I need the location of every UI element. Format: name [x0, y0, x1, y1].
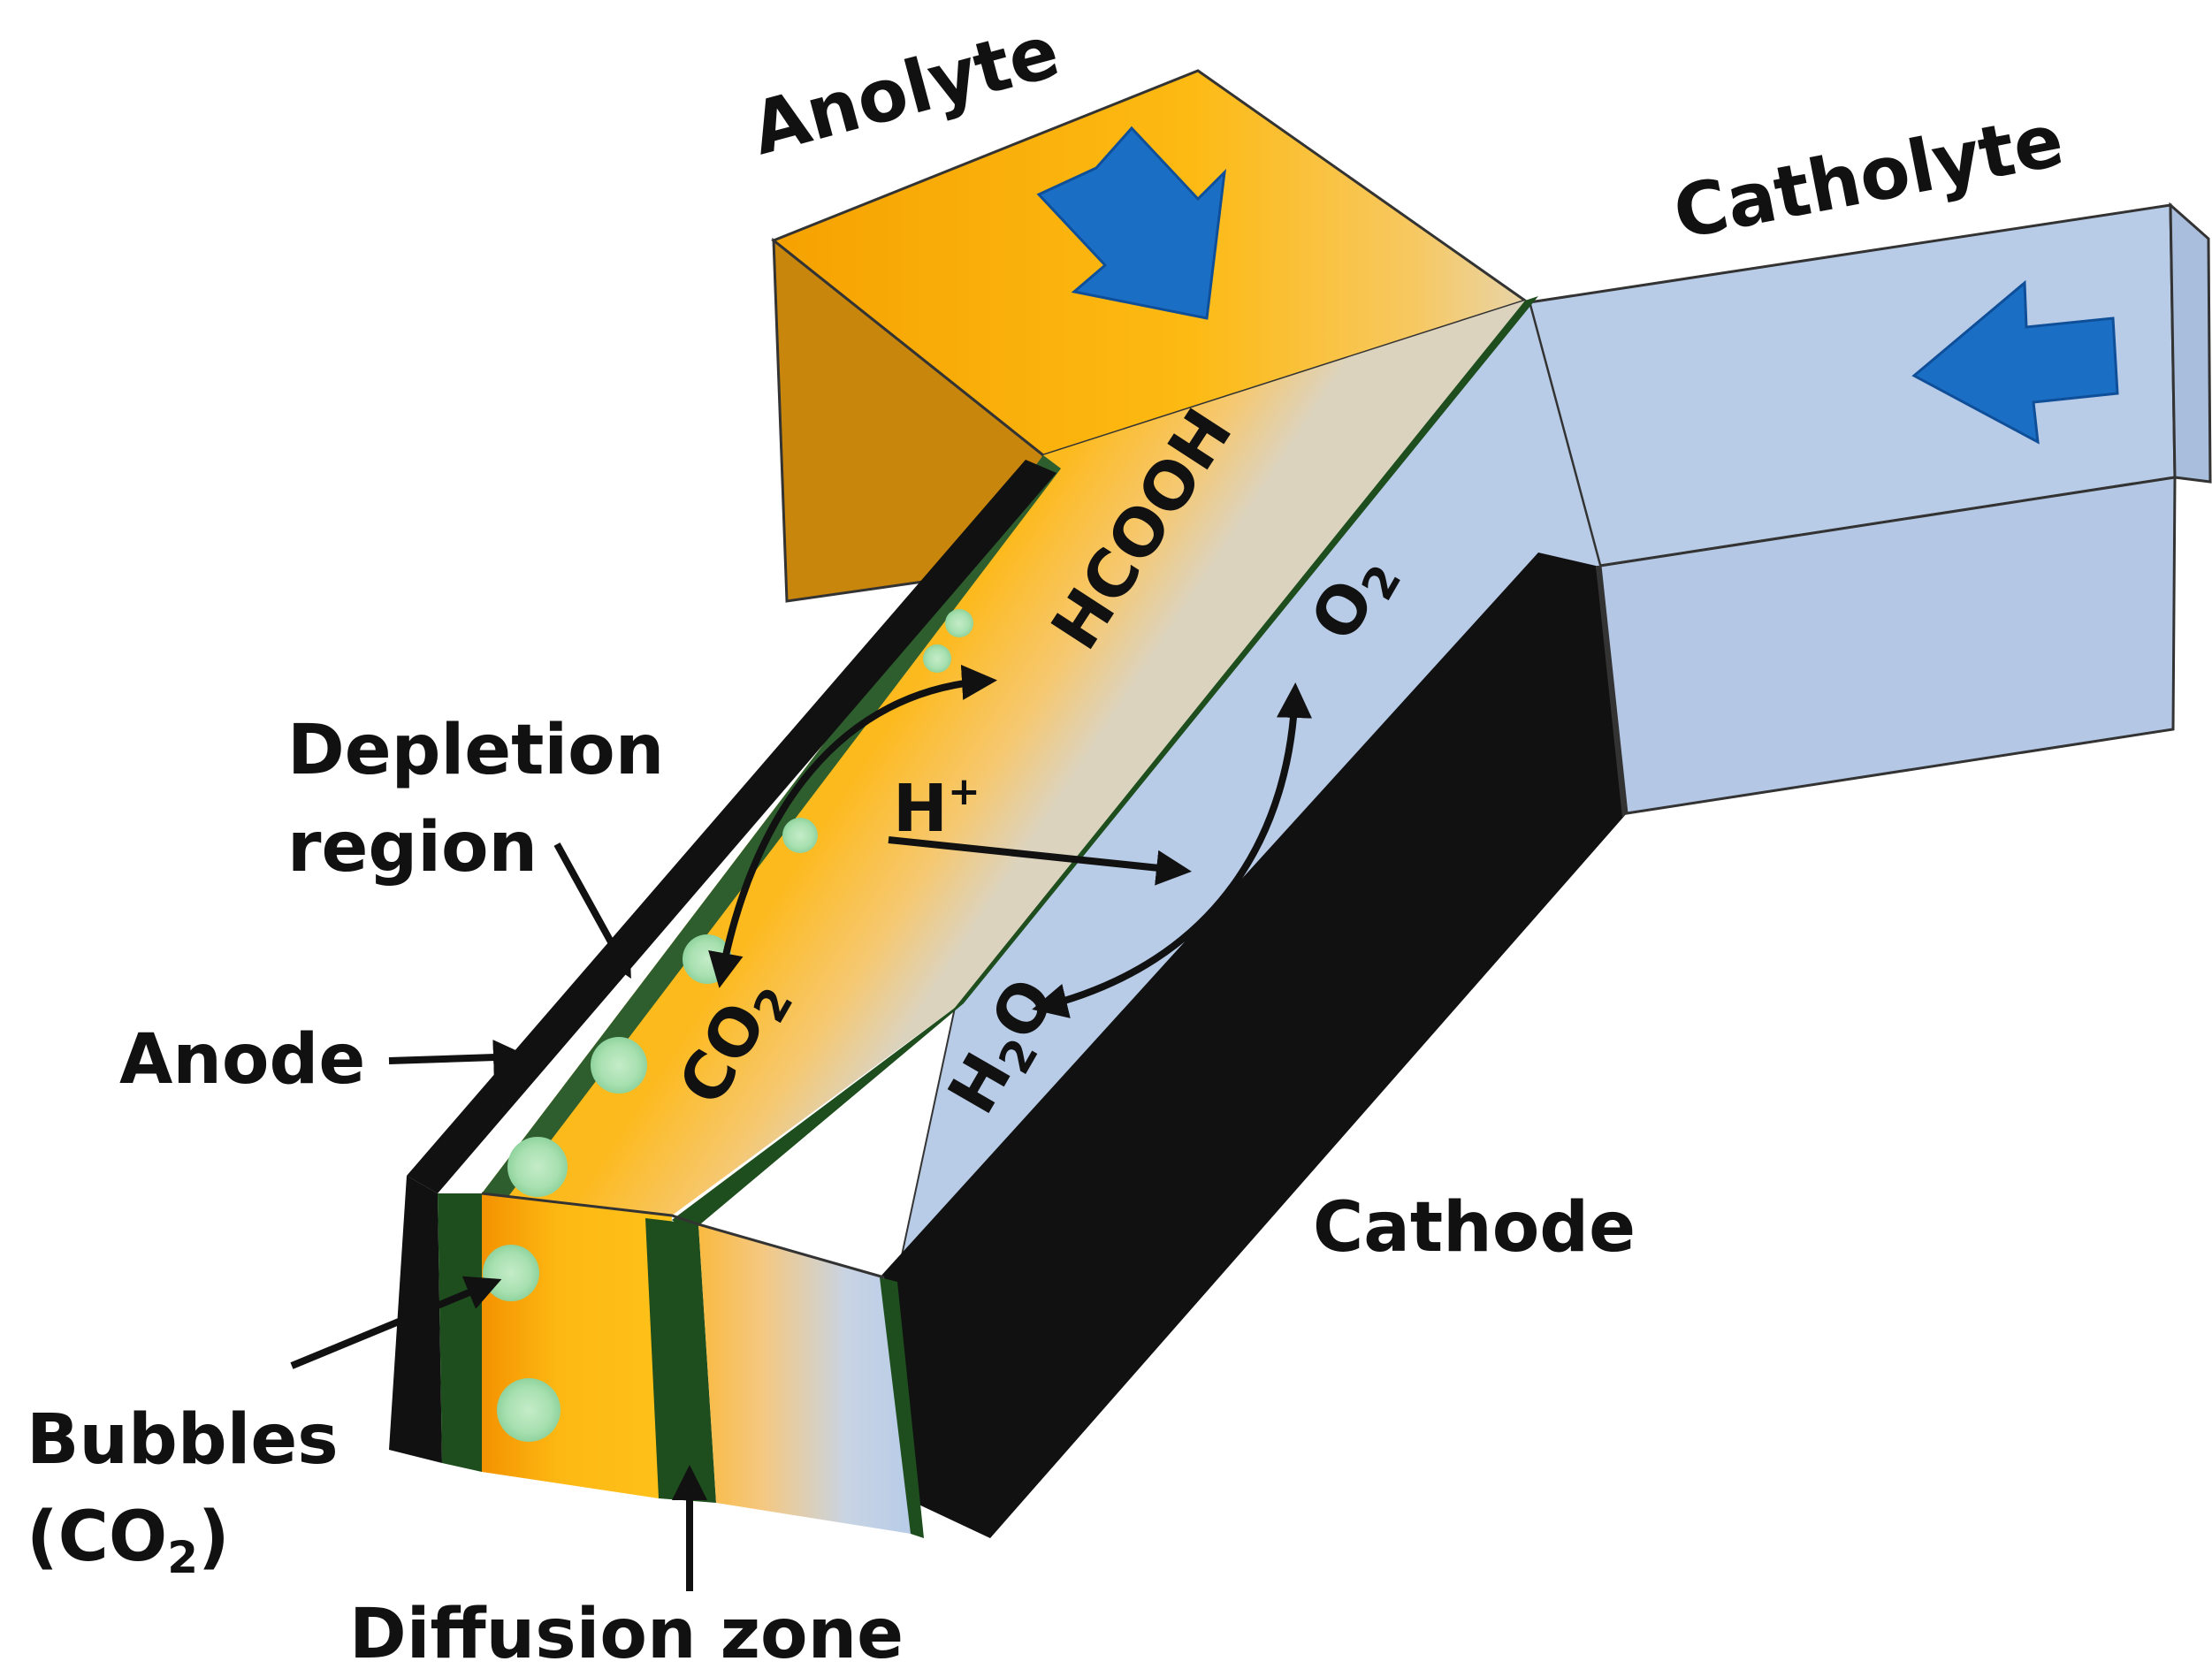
bubbles-close: ): [198, 1498, 230, 1577]
bubble: [591, 1037, 647, 1094]
anode-label: Anode: [119, 1020, 365, 1100]
bubble: [923, 644, 951, 673]
bubbles-label-line2: (CO2): [27, 1498, 230, 1583]
bubble: [507, 1137, 568, 1197]
depletion-label-line1: Depletion: [287, 711, 664, 790]
h-plus-h: H: [893, 771, 948, 847]
depletion-label-line2: region: [287, 808, 538, 888]
arrow-down-right-icon: [1036, 126, 1227, 320]
arrow-left-icon: [1911, 279, 2119, 445]
bubbles-label-line1: Bubbles: [27, 1400, 339, 1480]
cathode-label: Cathode: [1313, 1188, 1636, 1268]
diffusion-zone-label: Diffusion zone: [349, 1595, 904, 1669]
bubbles-pointer: [290, 1276, 502, 1369]
reaction-arrows: [290, 664, 1312, 1591]
bubbles-sub: 2: [167, 1532, 198, 1583]
cathode-electrode: [880, 553, 1627, 1538]
catholyte-inlet-block: [1528, 202, 2212, 815]
h-plus-label: H+: [893, 769, 980, 847]
bubbles-open: (CO: [27, 1498, 167, 1577]
anode-pointer: [388, 1040, 529, 1076]
bubble: [497, 1378, 561, 1442]
bubble: [945, 609, 973, 637]
depletion-pointer: [553, 842, 631, 979]
bubble: [782, 818, 818, 853]
h2o-o2-arrow: [1032, 682, 1312, 1018]
bubble: [483, 1245, 539, 1301]
co2-hcooh-arrow: [708, 664, 997, 988]
h-plus-sup: +: [948, 769, 980, 814]
